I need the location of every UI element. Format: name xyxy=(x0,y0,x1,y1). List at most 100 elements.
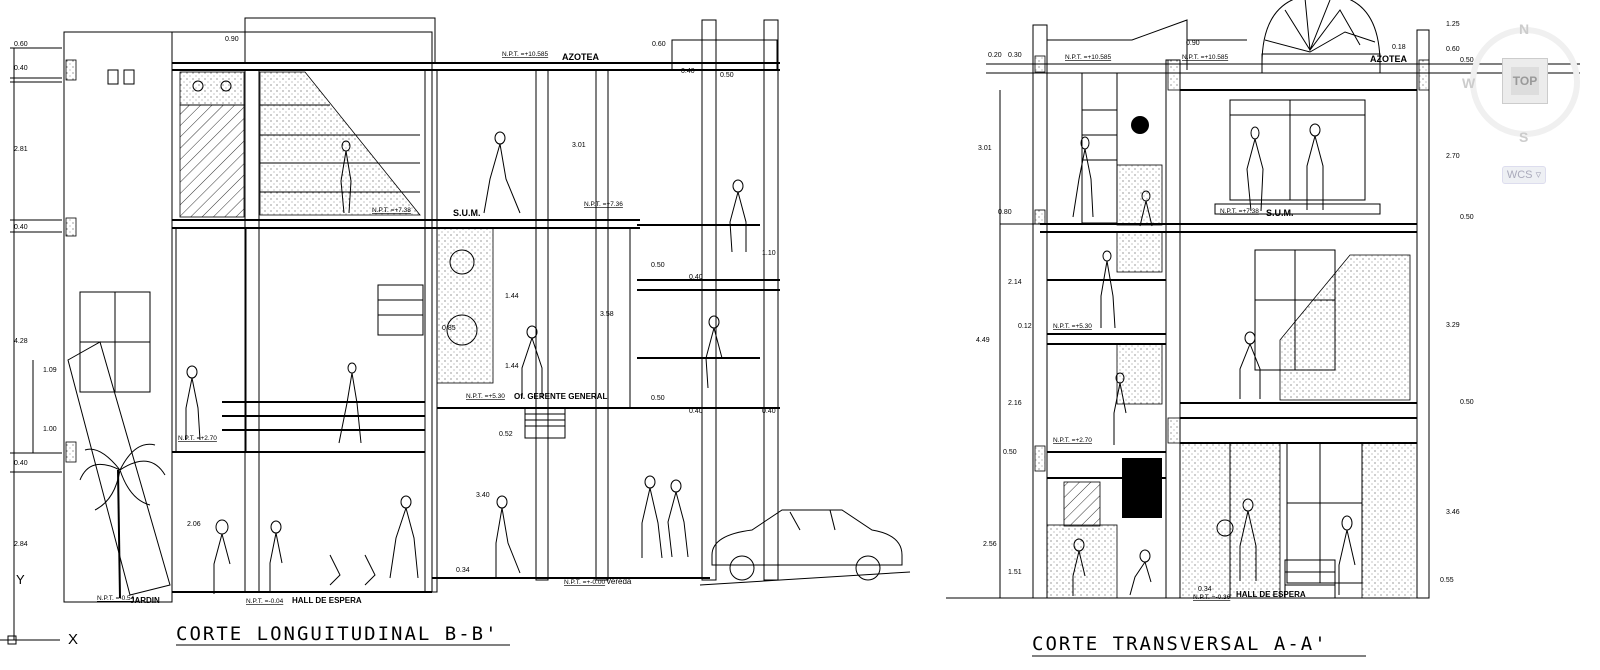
dim-label: 2.81 xyxy=(14,146,28,153)
dim-label: 0.60 xyxy=(14,41,28,48)
ucs-y-label: Y xyxy=(16,572,25,587)
ucs-x-label: X xyxy=(68,631,78,648)
dim-label: 0.90 xyxy=(225,36,239,43)
level-marker: N.P.T. =+10.585 xyxy=(1182,54,1229,61)
dim-label: 1.44 xyxy=(505,363,519,370)
room-label-hall: HALL DE ESPERA xyxy=(292,596,362,605)
hatched-panel xyxy=(179,104,245,218)
car-icon xyxy=(711,509,903,581)
geodesic-dome-icon xyxy=(1261,0,1381,74)
stone-wall xyxy=(436,227,494,384)
dim-label: 0.80 xyxy=(998,209,1012,216)
dim-label: 3.58 xyxy=(600,311,614,318)
human-figures xyxy=(185,131,747,594)
level-marker: N.P.T. =+2.70 xyxy=(178,435,217,442)
dim-label: 2.06 xyxy=(187,521,201,528)
dim-label: 1.51 xyxy=(1008,569,1022,576)
dim-label: 4.49 xyxy=(976,337,990,344)
section-transversal-aa: 0.20 0.30 3.01 0.80 2.14 0.12 4.49 2.16 … xyxy=(946,0,1580,657)
dim-label: 1.10 xyxy=(762,250,776,257)
room-label-sum: S.U.M. xyxy=(1266,208,1294,218)
dim-label: 0.40 xyxy=(14,224,28,231)
compass-south[interactable]: S xyxy=(1519,129,1528,145)
dim-label: 3.01 xyxy=(572,142,586,149)
dim-label: 0.40 xyxy=(14,460,28,467)
dimension-chain-left xyxy=(10,47,62,598)
dim-label: 0.40 xyxy=(762,408,776,415)
dim-label: 0.50 xyxy=(651,395,665,402)
palm-tree-icon xyxy=(79,443,166,599)
dim-label: 0.40 xyxy=(14,65,28,72)
section-longitudinal-bb: 0.60 0.40 2.81 0.40 4.28 1.09 1.00 0.40 … xyxy=(10,17,911,646)
level-marker: N.P.T. =+7.36 xyxy=(584,201,623,208)
level-marker: N.P.T. =+10.585 xyxy=(502,51,549,58)
dim-label: 0.50 xyxy=(1460,214,1474,221)
level-marker: N.P.T. =+7.38 xyxy=(372,207,411,214)
dim-label: 0.40 xyxy=(681,68,695,75)
dim-label: 2.56 xyxy=(983,541,997,548)
dim-label: 3.29 xyxy=(1446,322,1460,329)
room-label-sidewalk: Vereda xyxy=(606,577,632,586)
dim-label: 0.40 xyxy=(689,408,703,415)
dim-label: 4.28 xyxy=(14,338,28,345)
dim-label: 0.18 xyxy=(1392,44,1406,51)
compass-north[interactable]: N xyxy=(1519,21,1529,37)
dim-label: 1.00 xyxy=(43,426,57,433)
human-figures-aa xyxy=(1072,123,1356,596)
dim-label: 0.50 xyxy=(1003,449,1017,456)
sum-window xyxy=(1229,99,1366,201)
level-marker: N.P.T. =+5.30 xyxy=(466,393,505,400)
level-marker: N.P.T. =+2.70 xyxy=(1053,437,1092,444)
dim-label: 0.50 xyxy=(1460,57,1474,64)
dim-label: 0.60 xyxy=(1446,46,1460,53)
dim-label: 0.50 xyxy=(720,72,734,79)
dark-opening xyxy=(1122,458,1162,518)
dim-label: 0.34 xyxy=(456,567,470,574)
stone-cladding xyxy=(1279,254,1411,401)
viewcube-compass[interactable]: N S W xyxy=(1462,21,1580,145)
dim-label: 0.20 xyxy=(988,52,1002,59)
dim-label: 2.16 xyxy=(1008,400,1022,407)
dim-label: 0.40 xyxy=(689,274,703,281)
dim-label: 0.34 xyxy=(1198,586,1212,593)
dim-label: 0.12 xyxy=(1018,323,1032,330)
viewcube-top-face[interactable]: TOP xyxy=(1502,58,1548,104)
level-marker: N.P.T. =+7.38 xyxy=(1220,208,1259,215)
level-marker: N.P.T. =-0.54 xyxy=(97,595,135,602)
dim-label: 3.46 xyxy=(1446,509,1460,516)
viewcube-top-label[interactable]: TOP xyxy=(1511,67,1539,95)
chevron-down-icon: ▿ xyxy=(1535,169,1542,181)
level-marker: N.P.T. =+-0.00 xyxy=(564,579,605,586)
room-label-office: Of. GERENTE GENERAL xyxy=(514,392,607,401)
section-title-aa: CORTE TRANSVERSAL A-A' xyxy=(1032,633,1328,655)
dim-label: 2.14 xyxy=(1008,279,1022,286)
dim-label: 3.01 xyxy=(978,145,992,152)
room-label-azotea: AZOTEA xyxy=(562,52,599,62)
round-window xyxy=(1131,116,1149,134)
dim-label: 0.60 xyxy=(652,41,666,48)
dim-label: 0.50 xyxy=(651,262,665,269)
section-title-bb: CORTE LONGUITUDINAL B-B' xyxy=(176,623,499,645)
dim-label: 0.50 xyxy=(1460,399,1474,406)
level-marker: N.P.T. =+10.585 xyxy=(1065,54,1112,61)
dim-label: 0.85 xyxy=(442,325,456,332)
dim-label: 2.70 xyxy=(1446,153,1460,160)
level-marker: N.P.T. =-0.36 xyxy=(1193,594,1231,601)
room-label-hall: HALL DE ESPERA xyxy=(1236,590,1306,599)
dim-label: 0.55 xyxy=(1440,577,1454,584)
inclined-glass-facade xyxy=(67,341,171,596)
dim-label: 0.30 xyxy=(1008,52,1022,59)
level-marker: N.P.T. =-0.04 xyxy=(246,598,284,605)
dim-label: 1.44 xyxy=(505,293,519,300)
ucs-icon: Y X xyxy=(0,572,78,648)
level-marker: N.P.T. =+5.30 xyxy=(1053,323,1092,330)
wcs-dropdown[interactable]: WCS ▿ xyxy=(1502,166,1546,184)
dim-label: 2.84 xyxy=(14,541,28,548)
room-label-sum: S.U.M. xyxy=(453,208,481,218)
dim-label: 0.52 xyxy=(499,431,513,438)
compass-west[interactable]: W xyxy=(1462,75,1476,91)
stone-cladding-triangle xyxy=(259,71,421,216)
dim-label: 1.09 xyxy=(43,367,57,374)
room-label-azotea: AZOTEA xyxy=(1370,54,1407,64)
